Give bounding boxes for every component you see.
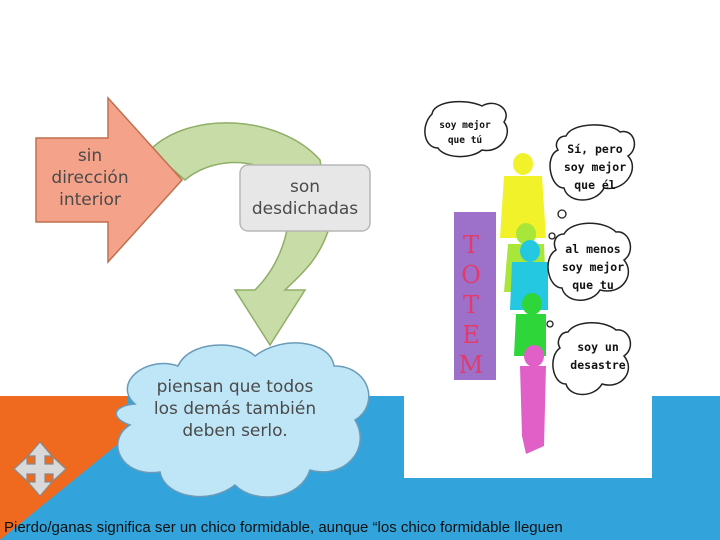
pointer-arrow	[35, 96, 184, 264]
bubble-2	[549, 124, 636, 201]
move-arrows-icon[interactable]	[14, 440, 66, 498]
bubble-3	[547, 222, 632, 301]
totem-illustration	[424, 100, 636, 454]
arrow-label: sin dirección interior	[51, 146, 129, 210]
bubble-2-text: Sí, pero soy mejor que él	[563, 142, 627, 192]
bubble-4	[552, 322, 632, 396]
thought-cloud	[115, 342, 370, 498]
bottom-caption: Pierdo/ganas significa ser un chico form…	[4, 519, 563, 536]
cloud-label: piensan que todos los demás también debe…	[153, 377, 317, 441]
bubble-4-text: soy un desastre	[570, 340, 626, 372]
curved-arrow	[148, 122, 331, 347]
totem-label: TOTEM	[458, 231, 484, 379]
people-figures	[500, 153, 548, 454]
box-label: son desdichadas	[251, 177, 359, 219]
bubble-3-text: al menos soy mejor que tu	[561, 242, 625, 292]
bubble-1	[424, 100, 509, 158]
totem-pole	[454, 212, 496, 380]
bubble-1-text: soy mejor que tú	[439, 120, 491, 146]
grey-box	[239, 164, 371, 232]
